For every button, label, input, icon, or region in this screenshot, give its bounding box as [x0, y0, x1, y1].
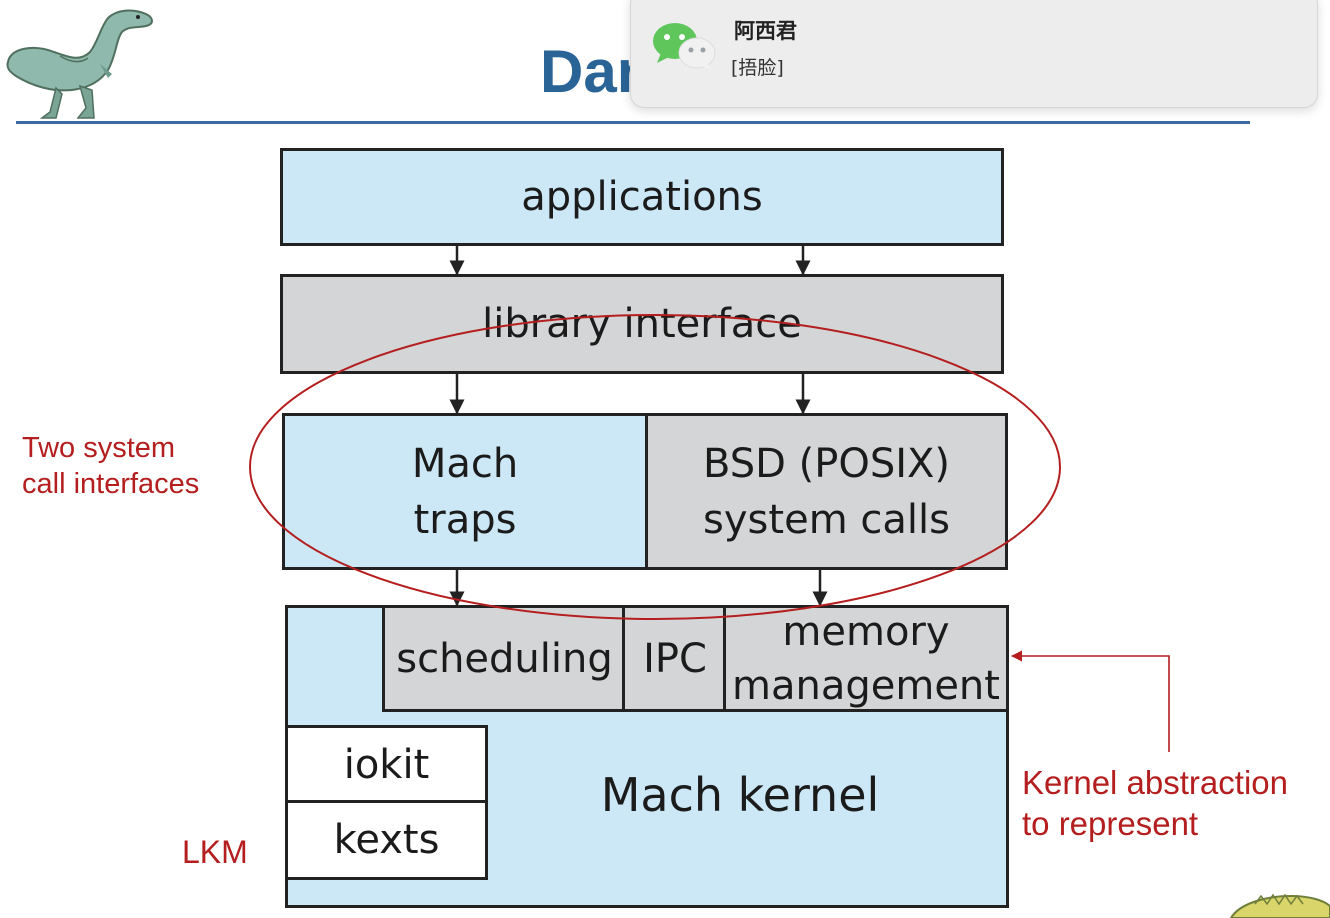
memory-management-box: memory management — [723, 605, 1009, 712]
mach-traps-line-1: Mach — [411, 440, 519, 487]
kernel-abstraction-line-1: Kernel abstraction — [1022, 764, 1288, 801]
dinosaur-logo — [6, 9, 153, 119]
kernel-abstraction-line-2: to represent — [1022, 805, 1199, 843]
slide-title: Dar — [540, 38, 641, 105]
kernel-abstraction-annotation: Kernel abstraction to represent — [1022, 762, 1288, 845]
memory-management-line-2: management — [732, 662, 1000, 709]
two-interfaces-line-1: Two system — [22, 432, 176, 464]
mach-kernel-label: Mach kernel — [600, 768, 880, 822]
wechat-icon — [653, 23, 716, 71]
bsd-syscalls-line-1: BSD (POSIX) — [702, 440, 951, 487]
lkm-annotation: LKM — [182, 834, 248, 870]
title-underline — [16, 121, 1250, 124]
two-interfaces-annotation: Two system call interfaces — [22, 430, 199, 503]
library-interface-label: library interface — [482, 301, 802, 347]
scheduling-label: scheduling — [396, 635, 613, 682]
applications-layer: applications — [280, 148, 1004, 246]
iokit-box: iokit — [285, 725, 488, 805]
notification-sender: 阿西君 — [734, 19, 797, 43]
mach-traps-line-2: traps — [413, 496, 517, 543]
kexts-box: kexts — [285, 800, 488, 880]
dinosaur-logo-corner — [1229, 893, 1330, 918]
wechat-notification[interactable]: 阿西君 [捂脸] — [630, 0, 1318, 108]
ipc-label: IPC — [643, 635, 707, 682]
library-interface-layer: library interface — [280, 274, 1004, 374]
iokit-label: iokit — [343, 742, 430, 788]
ipc-box: IPC — [622, 605, 728, 712]
two-interfaces-line-2: call interfaces — [22, 468, 200, 501]
bsd-syscalls-line-2: system calls — [703, 496, 950, 543]
mach-traps-box: Mach traps — [282, 413, 648, 570]
scheduling-box: scheduling — [382, 605, 627, 712]
memory-management-line-1: memory — [782, 608, 950, 655]
notification-message: [捂脸] — [731, 57, 784, 79]
kernel-abstraction-leader — [1010, 650, 1170, 752]
kexts-label: kexts — [333, 817, 440, 863]
bsd-syscalls-box: BSD (POSIX) system calls — [645, 413, 1008, 570]
applications-label: applications — [521, 174, 763, 220]
